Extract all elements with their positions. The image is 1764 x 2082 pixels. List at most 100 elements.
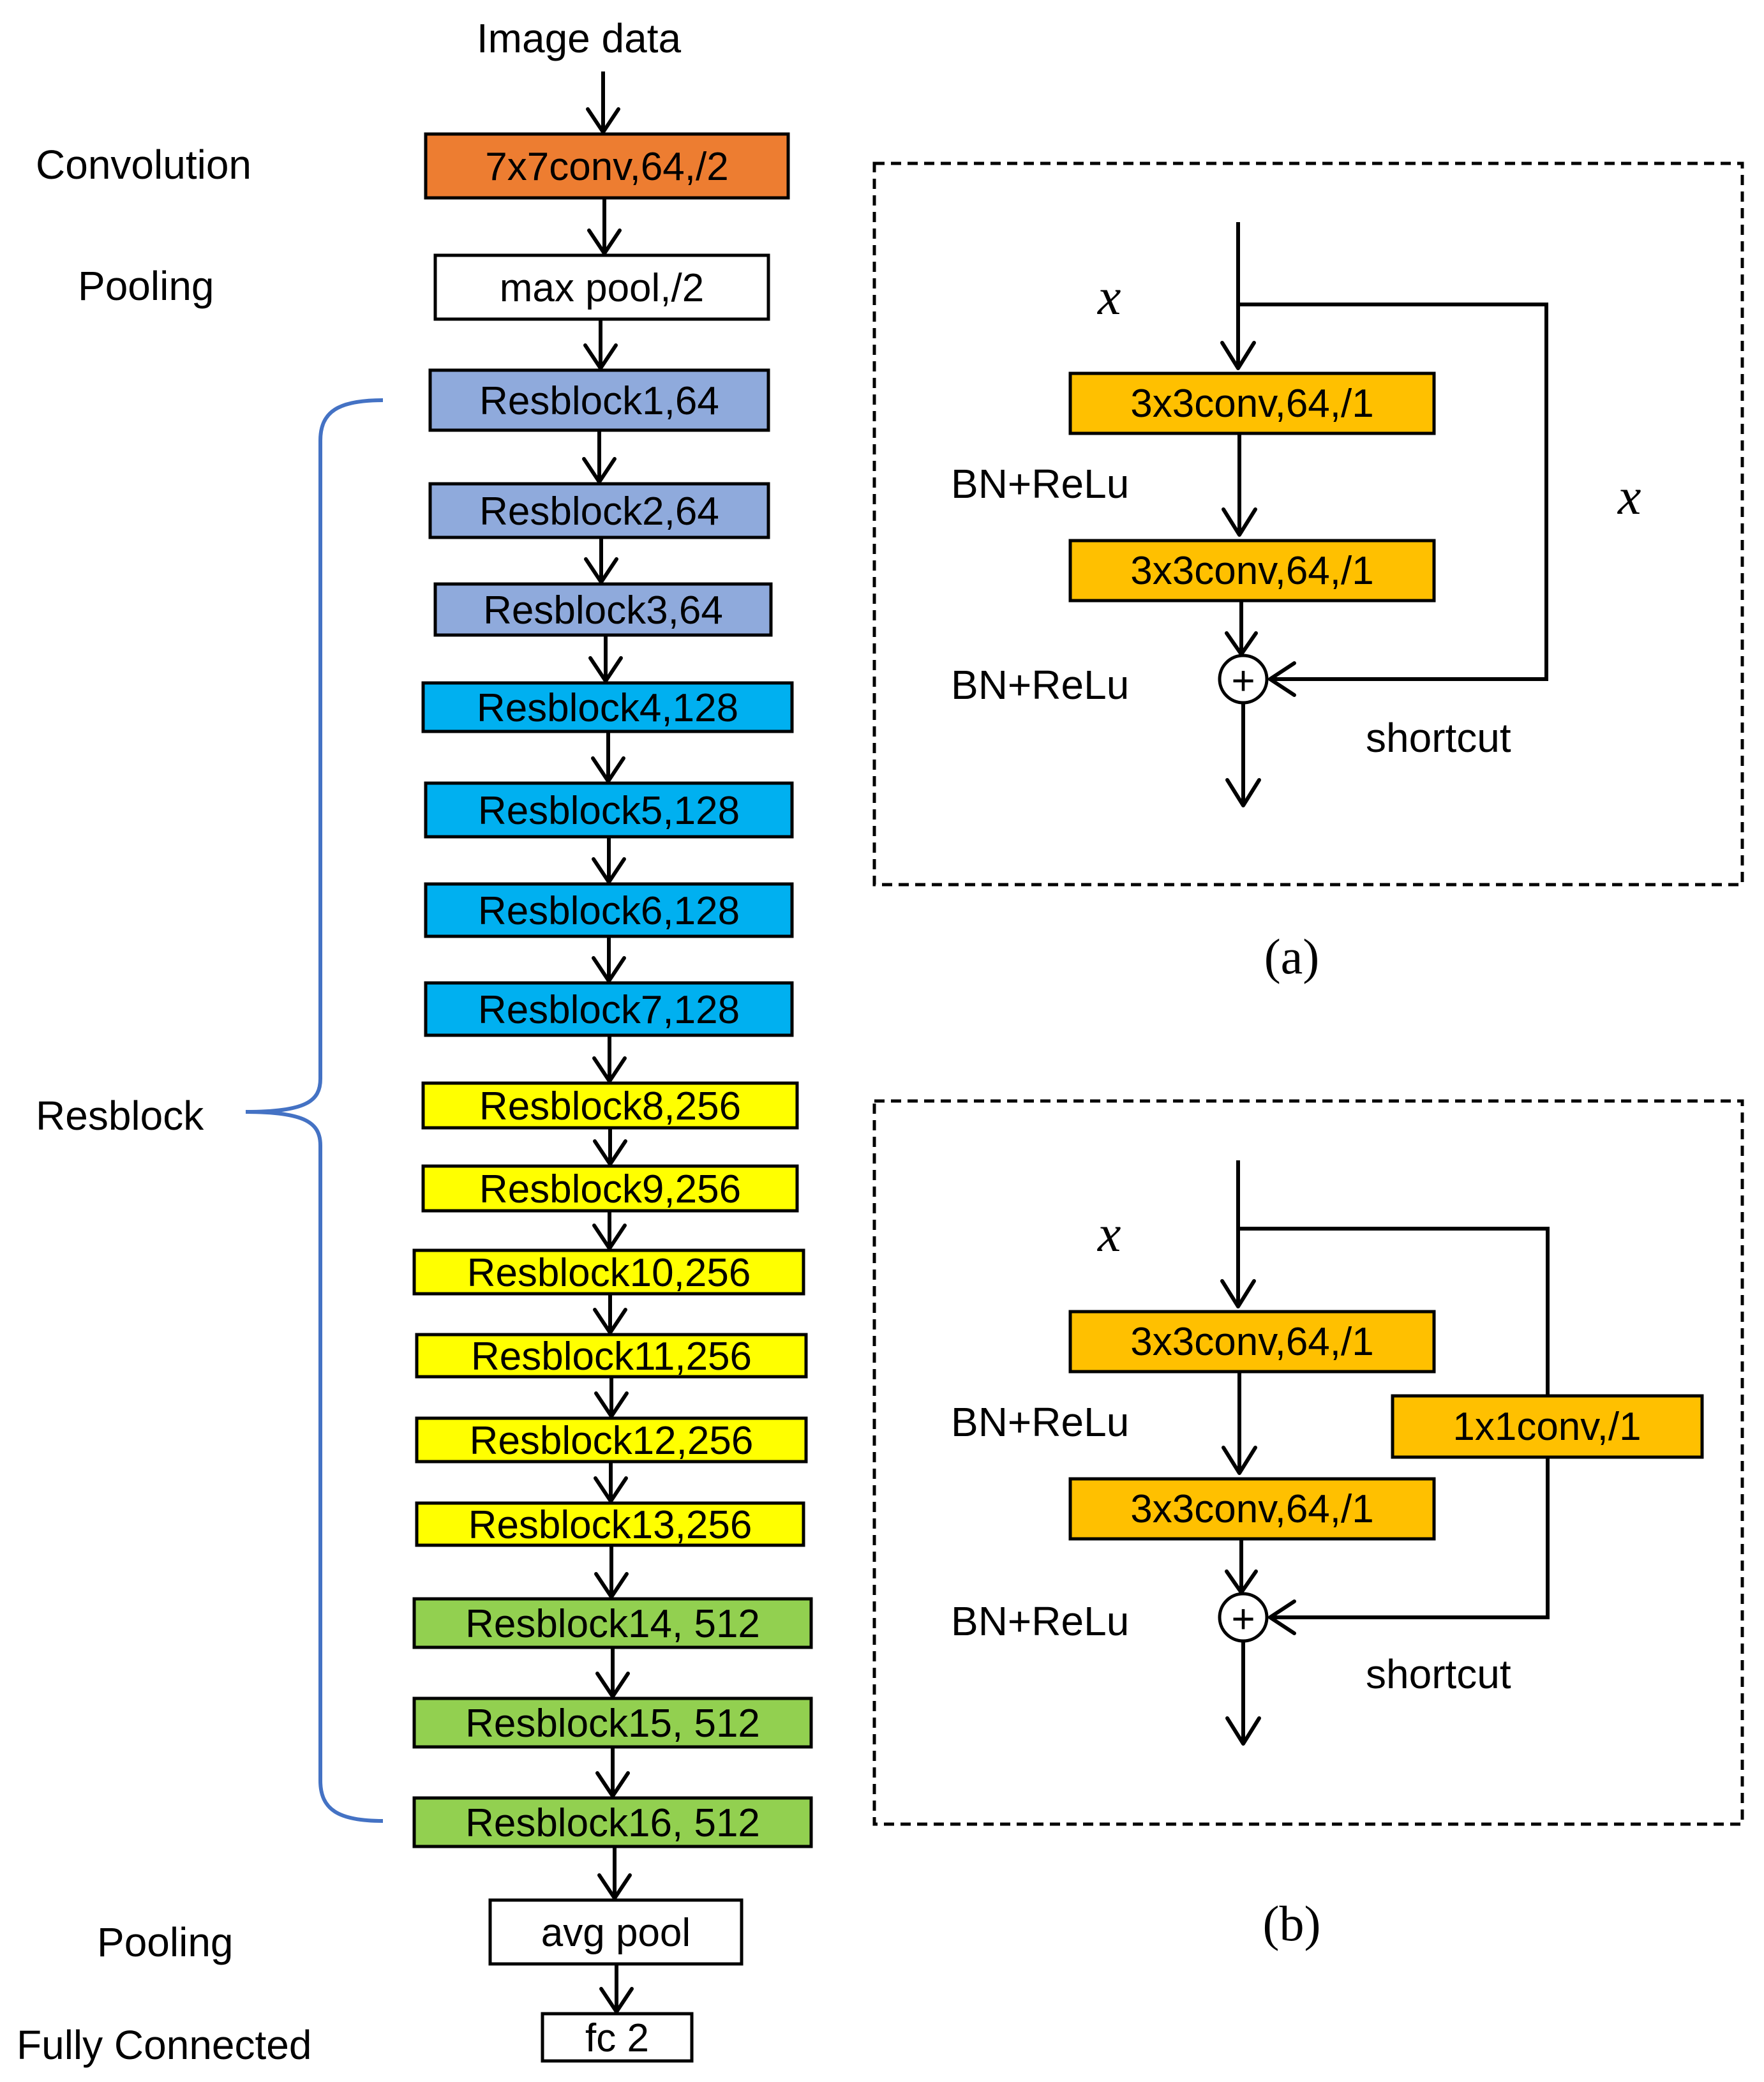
panel-a-mid-arrowhead bbox=[1222, 507, 1257, 537]
panel-b-input-arrowhead bbox=[1220, 1279, 1256, 1308]
main-block-label: Resblock8,256 bbox=[479, 1084, 741, 1128]
main-block-box bbox=[433, 582, 773, 637]
main-block-label: Resblock11,256 bbox=[471, 1335, 752, 1379]
panel-a-bn1: BN+ReLu bbox=[951, 461, 1129, 507]
arrow-connector bbox=[593, 1128, 627, 1166]
main-arrows bbox=[582, 71, 634, 2014]
main-block: Resblock3,64 bbox=[433, 582, 773, 637]
main-block-label: Resblock5,128 bbox=[478, 789, 740, 833]
main-block-box bbox=[488, 1898, 744, 1966]
panel-b-bn1: BN+ReLu bbox=[951, 1399, 1129, 1445]
main-block-label: Resblock9,256 bbox=[479, 1167, 741, 1211]
main-block-box bbox=[424, 132, 790, 200]
resblock-brace bbox=[245, 398, 384, 1823]
arrow-connector bbox=[583, 319, 618, 370]
main-block-box bbox=[421, 1081, 799, 1130]
main-block: fc 2 bbox=[541, 2012, 694, 2063]
main-block: Resblock10,256 bbox=[412, 1248, 805, 1296]
arrow-connector bbox=[592, 936, 626, 983]
arrow-connector bbox=[582, 430, 617, 484]
main-block-box bbox=[415, 1333, 808, 1379]
main-block: Resblock14, 512 bbox=[412, 1597, 813, 1649]
main-block: Resblock8,256 bbox=[421, 1081, 799, 1130]
panel-b-mid-arrowhead bbox=[1222, 1446, 1257, 1475]
main-block-box bbox=[415, 1416, 808, 1464]
main-block: Resblock4,128 bbox=[421, 681, 794, 733]
main-block-label: Resblock2,64 bbox=[479, 490, 719, 534]
arrow-connector bbox=[592, 1035, 627, 1083]
main-block-label: Resblock15, 512 bbox=[465, 1702, 760, 1746]
panel-b-shortcut-bottom bbox=[1270, 1457, 1550, 1619]
main-block-label: Resblock16, 512 bbox=[465, 1801, 760, 1845]
arrow-connector bbox=[594, 1545, 629, 1599]
panel-b-frame bbox=[872, 1099, 1744, 1826]
main-block-label: max pool,/2 bbox=[500, 266, 705, 310]
panel-a-caption: (a) bbox=[1264, 929, 1320, 984]
main-block-box bbox=[424, 882, 794, 938]
main-block-label: Resblock6,128 bbox=[478, 889, 740, 933]
main-block-label: Resblock10,256 bbox=[467, 1251, 751, 1295]
panel-a-shortcut-path bbox=[1238, 303, 1548, 681]
main-block-box bbox=[412, 1696, 813, 1749]
main-block: Resblock15, 512 bbox=[412, 1696, 813, 1749]
panel-b-shortcut-label: shortcut bbox=[1366, 1651, 1511, 1697]
main-block: Resblock9,256 bbox=[421, 1164, 799, 1213]
panel-a: x x 3x3conv,64,/1 3x3conv,64,/1 + BN+ReL… bbox=[872, 161, 1744, 984]
main-block-label: Resblock7,128 bbox=[478, 988, 740, 1032]
panel-b-conv1 bbox=[1068, 1310, 1436, 1374]
main-block: Resblock12,256 bbox=[415, 1416, 808, 1464]
main-block-label: avg pool bbox=[541, 1911, 691, 1955]
panel-a-input-arrowhead bbox=[1220, 341, 1256, 370]
main-block-box bbox=[415, 1501, 805, 1547]
arrow-connector bbox=[597, 1846, 632, 1900]
main-block: Resblock16, 512 bbox=[412, 1796, 813, 1848]
panel-a-sum-symbol: + bbox=[1231, 657, 1255, 703]
arrow-connector bbox=[592, 1211, 627, 1250]
main-block: Resblock6,128 bbox=[424, 882, 794, 938]
arrow-connector bbox=[594, 1462, 628, 1503]
fully-connected-label: Fully Connected bbox=[17, 2022, 311, 2068]
panel-a-conv2-label: 3x3conv,64,/1 bbox=[1130, 549, 1373, 593]
main-block: Resblock11,256 bbox=[415, 1333, 808, 1379]
panel-a-output-arrowhead bbox=[1225, 778, 1261, 807]
main-block: avg pool bbox=[488, 1898, 744, 1966]
main-block: max pool,/2 bbox=[433, 253, 770, 321]
main-block-box bbox=[433, 253, 770, 321]
arrow-connector bbox=[587, 198, 622, 255]
panel-b-shortcut-conv bbox=[1391, 1394, 1704, 1459]
main-block-box bbox=[428, 482, 770, 539]
panel-a-conv1-label: 3x3conv,64,/1 bbox=[1130, 382, 1373, 426]
panel-a-conv2 bbox=[1068, 539, 1436, 603]
main-block-label: Resblock1,64 bbox=[479, 379, 719, 423]
arrow-connector bbox=[595, 1747, 630, 1798]
side-labels: Convolution Pooling Resblock Pooling Ful… bbox=[17, 142, 311, 2068]
main-block: Resblock7,128 bbox=[424, 981, 794, 1037]
arrow-connector bbox=[584, 537, 618, 584]
main-block: Resblock5,128 bbox=[424, 781, 794, 839]
main-block-label: fc 2 bbox=[585, 2016, 649, 2060]
main-block-box bbox=[412, 1597, 813, 1649]
main-block-box bbox=[421, 1164, 799, 1213]
panel-a-conv1 bbox=[1068, 371, 1436, 435]
main-block: Resblock13,256 bbox=[415, 1501, 805, 1547]
main-block-box bbox=[421, 681, 794, 733]
main-block-label: Resblock12,256 bbox=[470, 1419, 754, 1463]
panel-b-conv2 bbox=[1068, 1477, 1436, 1541]
panel-b-conv1-label: 3x3conv,64,/1 bbox=[1130, 1320, 1373, 1364]
pooling-top-label: Pooling bbox=[78, 263, 214, 309]
panel-a-shortcut-arrowhead bbox=[1268, 661, 1296, 697]
main-block-box bbox=[428, 368, 770, 432]
arrow-connector bbox=[599, 1964, 634, 2014]
main-block-label: Resblock4,128 bbox=[477, 686, 738, 730]
panel-a-frame bbox=[872, 161, 1744, 887]
input-label: Image data bbox=[477, 15, 682, 61]
panel-b-bn2: BN+ReLu bbox=[951, 1598, 1129, 1644]
main-block: Resblock2,64 bbox=[428, 482, 770, 539]
arrow-connector bbox=[593, 1294, 627, 1335]
panel-a-shortcut-label: shortcut bbox=[1366, 715, 1511, 761]
arrow-connector bbox=[588, 635, 623, 683]
panel-b-sum-symbol: + bbox=[1231, 1596, 1255, 1642]
arrow-input bbox=[586, 71, 620, 134]
